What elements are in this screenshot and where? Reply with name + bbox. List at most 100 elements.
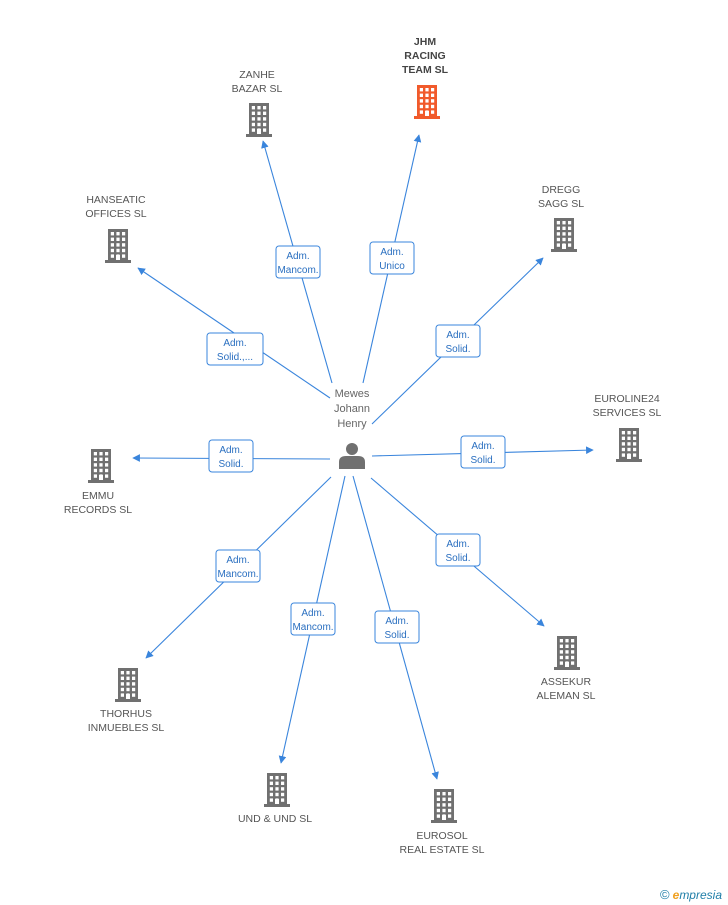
company-label-line: THORHUS: [100, 708, 152, 720]
building-window: [621, 447, 625, 452]
building-window: [275, 792, 279, 797]
building-window: [621, 453, 625, 457]
building-window: [621, 431, 625, 435]
building-window: [93, 468, 97, 473]
role-text: Mancom.: [277, 265, 318, 276]
building-window: [436, 803, 440, 807]
building-window: [448, 808, 452, 813]
building-window: [275, 787, 279, 791]
building-base: [431, 820, 457, 823]
building-icon[interactable]: [554, 636, 580, 670]
edges-layer: [132, 134, 594, 780]
building-window: [110, 254, 114, 258]
building-window: [568, 226, 572, 230]
building-window: [122, 237, 126, 241]
company-label-line: UND & UND SL: [238, 813, 312, 825]
building-icon[interactable]: [115, 668, 141, 702]
building-window: [448, 803, 452, 807]
building-icon[interactable]: [616, 428, 642, 462]
company-label-line: REAL ESTATE SL: [400, 844, 485, 856]
building-window: [281, 792, 285, 797]
role-badge-undundsl[interactable]: Adm.Mancom.: [290, 602, 336, 636]
building-window: [633, 442, 637, 446]
building-window: [126, 687, 130, 692]
role-badge-euroline24[interactable]: Adm.Solid.: [460, 435, 506, 469]
building-window: [116, 232, 120, 236]
building-window: [251, 122, 255, 127]
building-icon[interactable]: [246, 103, 272, 137]
building-door: [257, 129, 261, 134]
company-label-line: RECORDS SL: [64, 504, 132, 516]
building-window: [281, 787, 285, 791]
building-window: [99, 457, 103, 461]
building-icon[interactable]: [431, 789, 457, 823]
company-label-line: EMMU: [82, 490, 114, 502]
building-door: [627, 454, 631, 459]
building-window: [565, 655, 569, 660]
company-node-emmu[interactable]: EMMU RECORDS SL: [64, 449, 132, 516]
building-window: [568, 232, 572, 236]
role-badge-thorhus[interactable]: Adm.Mancom.: [215, 549, 261, 583]
role-text: Adm.: [286, 251, 309, 262]
role-badge-hanseatic[interactable]: Adm.Solid.,...: [206, 332, 264, 366]
building-door: [562, 244, 566, 249]
building-door: [425, 111, 429, 116]
company-node-undundsl[interactable]: UND & UND SL: [238, 773, 312, 825]
role-badge-jhm[interactable]: Adm.Unico: [369, 241, 415, 275]
company-label-line: ASSEKUR: [541, 676, 592, 688]
role-badge-emmu[interactable]: Adm.Solid.: [208, 439, 254, 473]
building-window: [633, 431, 637, 435]
building-window: [442, 803, 446, 807]
building-window: [627, 447, 631, 452]
building-window: [105, 457, 109, 461]
role-badge-dregg[interactable]: Adm.Solid.: [435, 324, 481, 358]
building-icon[interactable]: [105, 229, 131, 263]
company-label-line: TEAM SL: [402, 64, 449, 76]
building-window: [559, 639, 563, 643]
building-window: [269, 792, 273, 797]
person-icon: [339, 443, 365, 469]
building-window: [269, 787, 273, 791]
building-window: [571, 644, 575, 648]
building-door: [275, 799, 279, 804]
building-window: [120, 682, 124, 686]
company-label-line: EUROLINE24: [594, 393, 660, 405]
building-window: [126, 682, 130, 686]
building-window: [559, 650, 563, 654]
role-badge-zanhe[interactable]: Adm. Mancom.: [275, 245, 321, 279]
building-icon[interactable]: [414, 85, 440, 119]
building-window: [132, 676, 136, 680]
role-badge-eurosol[interactable]: Adm.Solid.: [374, 610, 420, 644]
building-window: [120, 693, 124, 697]
building-window: [269, 781, 273, 785]
building-window: [559, 661, 563, 665]
building-icon[interactable]: [264, 773, 290, 807]
building-window: [627, 431, 631, 435]
building-window: [281, 798, 285, 802]
building-window: [448, 814, 452, 818]
building-window: [621, 442, 625, 446]
building-icon[interactable]: [88, 449, 114, 483]
building-window: [99, 452, 103, 456]
building-window: [442, 808, 446, 813]
role-badge-assekur[interactable]: Adm.Solid.: [435, 533, 481, 567]
company-label-line: ZANHE: [239, 69, 275, 81]
building-window: [110, 248, 114, 253]
building-window: [431, 93, 435, 97]
building-window: [419, 99, 423, 103]
building-window: [93, 457, 97, 461]
building-icon[interactable]: [551, 218, 577, 252]
building-window: [99, 468, 103, 473]
building-window: [122, 254, 126, 258]
